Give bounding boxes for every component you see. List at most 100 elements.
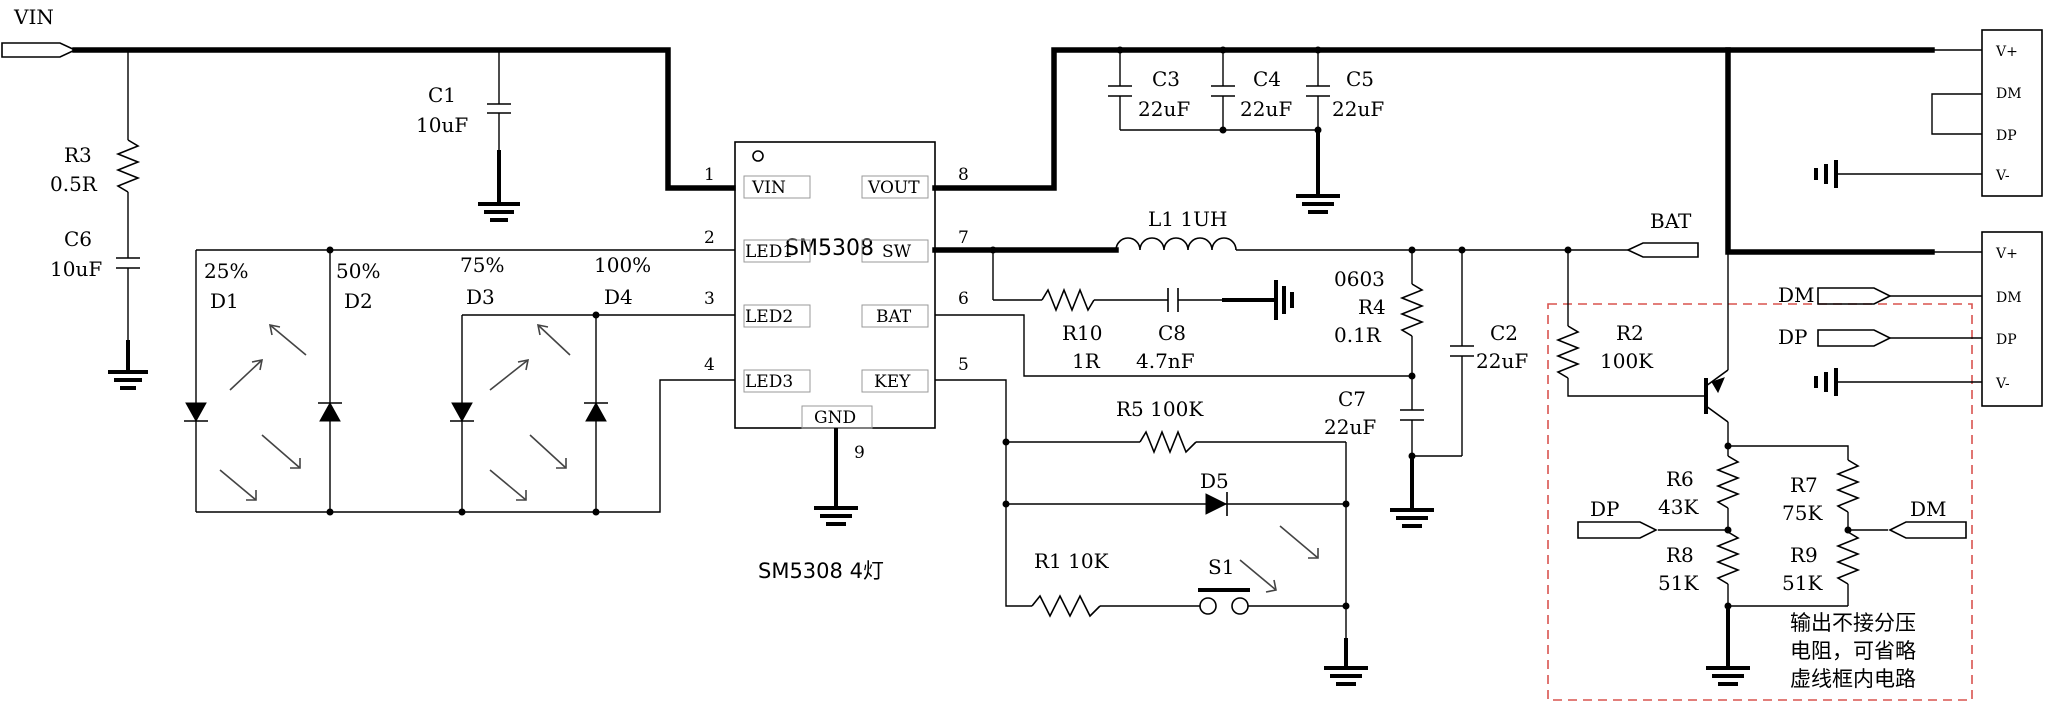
c3-value: 22uF — [1138, 97, 1190, 121]
s1-switch — [1198, 559, 1346, 615]
usb2-dp: DP — [1996, 332, 2017, 348]
c6-value: 10uF — [50, 257, 102, 281]
r10-name: R10 — [1062, 321, 1103, 345]
optional-circuit-box — [1547, 303, 1973, 701]
junction-led2 — [592, 311, 600, 319]
led-light-arrows — [219, 323, 571, 501]
r1-label: R1 10K — [1034, 549, 1110, 573]
junction-c4 — [1219, 46, 1227, 54]
r3-value: 0.5R — [50, 172, 98, 196]
c8-value: 4.7nF — [1136, 349, 1195, 373]
ground-chip — [814, 428, 858, 526]
junction-div-top — [1724, 442, 1732, 450]
vin-port: VIN — [1, 5, 77, 58]
r4-package: 0603 — [1334, 267, 1385, 291]
vout-bus-usb2 — [1725, 47, 1935, 255]
led-wiring — [195, 249, 735, 513]
snubber — [992, 250, 1294, 320]
dm-port-right: DM — [1888, 497, 1967, 539]
note-line-3: 虚线框内电路 — [1790, 667, 1916, 691]
ground-key — [1324, 638, 1368, 686]
d1-percent: 25% — [204, 259, 248, 283]
r7-name: R7 — [1790, 473, 1818, 497]
c3-name: C3 — [1152, 67, 1180, 91]
pin-2-number: 2 — [704, 228, 715, 248]
l1-inductor: L1 1UH — [1115, 207, 1237, 251]
l1-label: L1 1UH — [1148, 207, 1227, 231]
c1-value: 10uF — [416, 113, 468, 137]
ground-c6 — [108, 340, 148, 390]
chip-caption: SM5308 4灯 — [758, 559, 884, 583]
pin-led2-label: LED2 — [745, 307, 793, 327]
dm-port-right-label: DM — [1910, 497, 1947, 521]
key-wiring — [935, 379, 1347, 664]
r3-resistor: R3 0.5R — [50, 50, 141, 258]
junction-led-bottom2 — [458, 508, 466, 516]
r8-name: R8 — [1666, 543, 1694, 567]
r7-value: 75K — [1782, 501, 1823, 525]
ground-c1 — [478, 202, 520, 222]
pin-4-number: 4 — [704, 355, 715, 375]
junction-div-bottom — [1724, 602, 1732, 610]
pin-led3-label: LED3 — [745, 372, 793, 392]
dp-port-left-label: DP — [1590, 497, 1620, 521]
pin-key-label: KEY — [874, 372, 911, 392]
d4-led — [584, 401, 608, 422]
d1-name: D1 — [210, 289, 239, 313]
junction-key-2 — [1002, 500, 1010, 508]
d5-label: D5 — [1200, 469, 1229, 493]
d3-led — [450, 402, 474, 423]
c2-capacitor — [1412, 250, 1474, 457]
c4-value: 22uF — [1240, 97, 1292, 121]
c5-name: C5 — [1346, 67, 1374, 91]
note-line-2: 电阻，可省略 — [1790, 639, 1916, 663]
d3-percent: 75% — [460, 253, 504, 277]
junction-led1 — [326, 246, 334, 254]
junction-led-bottom3 — [592, 508, 600, 516]
c5-value: 22uF — [1332, 97, 1384, 121]
junction-c5-bottom — [1314, 126, 1322, 134]
d4-percent: 100% — [594, 253, 651, 277]
junction-bat-r4 — [1408, 372, 1416, 380]
divider-network — [1658, 445, 1888, 686]
pin-3-number: 3 — [704, 289, 715, 309]
r5-label: R5 100K — [1116, 397, 1204, 421]
dp-port-left: DP — [1577, 497, 1658, 539]
junction-key-1 — [1002, 438, 1010, 446]
usb2-vminus: V- — [1995, 376, 2010, 392]
usb1-dp: DP — [1996, 128, 2017, 144]
bat-port: BAT — [1626, 209, 1699, 258]
c6-capacitor: C6 10uF — [50, 227, 140, 368]
r10-value: 1R — [1072, 349, 1101, 373]
r2-value: 100K — [1600, 349, 1654, 373]
r3-name: R3 — [64, 143, 92, 167]
sm5308-chip: SM5308 VIN LED1 LED2 LED3 VOUT SW BAT KE… — [734, 141, 936, 429]
usb-connector-2: DM DP V+ DM DP V- — [1778, 231, 2043, 407]
d3-name: D3 — [466, 285, 495, 309]
usb2-dp-port-label: DP — [1778, 325, 1808, 349]
r5-resistor — [1139, 429, 1197, 455]
r9-name: R9 — [1790, 543, 1818, 567]
usb2-vplus: V+ — [1995, 246, 2018, 262]
r4-name: R4 — [1358, 295, 1386, 319]
pin-6-number: 6 — [958, 289, 969, 309]
d5-light-arrow — [1279, 525, 1319, 559]
pin-7-number: 7 — [958, 228, 969, 248]
c8-name: C8 — [1158, 321, 1186, 345]
junction-snubber — [989, 246, 997, 254]
d4-name: D4 — [604, 285, 633, 309]
usb2-dm-port-label: DM — [1778, 283, 1815, 307]
usb1-vplus: V+ — [1995, 44, 2018, 60]
r1-resistor — [1031, 594, 1101, 618]
r6-name: R6 — [1666, 467, 1694, 491]
pin-gnd-label: GND — [814, 408, 856, 428]
pin-vout-label: VOUT — [867, 178, 920, 198]
junction-c3 — [1116, 46, 1124, 54]
vin-label: VIN — [13, 5, 54, 29]
vin-bus — [72, 47, 736, 191]
c7-capacitor — [1390, 409, 1434, 528]
r9-value: 51K — [1782, 571, 1823, 595]
junction-div-left — [1724, 526, 1732, 534]
pin-sw-label: SW — [882, 242, 912, 262]
